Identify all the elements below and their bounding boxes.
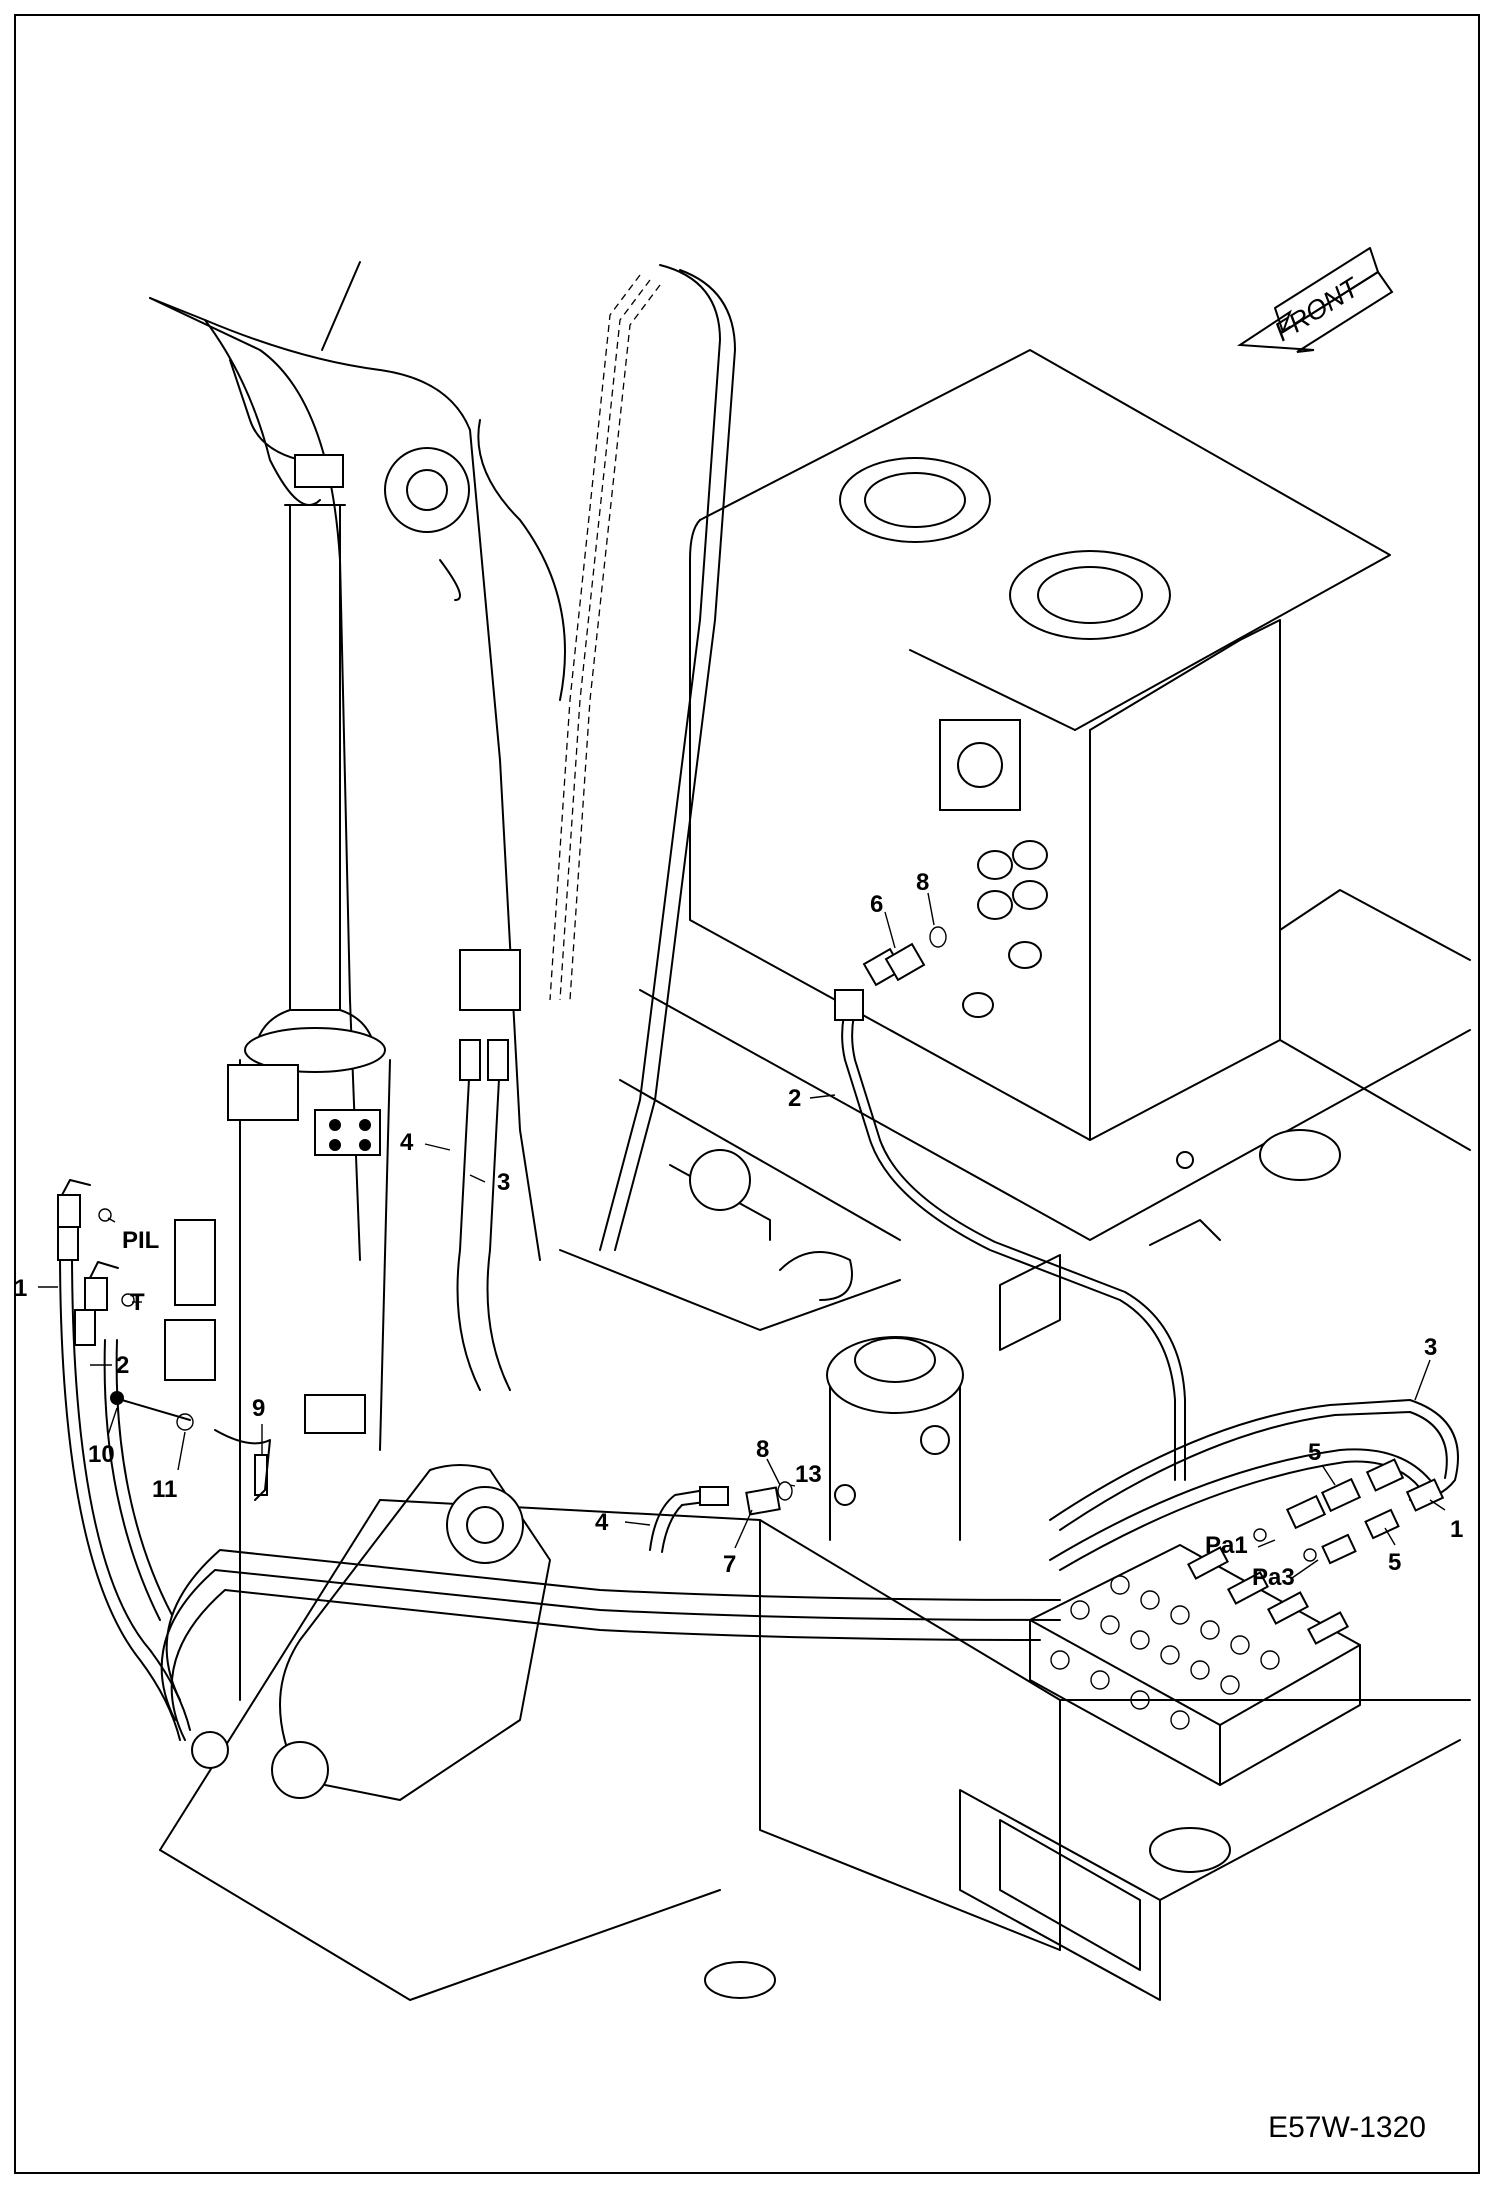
callout-4-upper: 4 (400, 1129, 414, 1156)
lower-harness-hoses (57, 1219, 1061, 1741)
callout-8-lower: 8 (756, 1436, 769, 1463)
callout-10: 10 (88, 1441, 115, 1468)
drawing-code: E57W-1320 (1268, 2111, 1426, 2144)
callout-8-upper: 8 (916, 869, 929, 896)
callout-5-upper: 5 (1308, 1439, 1321, 1466)
callout-1-left: 1 (14, 1275, 27, 1302)
hose-4-lower (649, 1481, 793, 1553)
front-arrow: FRONT (1236, 247, 1394, 353)
swivel-joint (826, 1336, 964, 1541)
callout-1-right: 1 (1450, 1516, 1463, 1543)
callout-7: 7 (723, 1551, 736, 1578)
callout-2-center: 2 (788, 1085, 801, 1112)
callout-2-left: 2 (116, 1352, 129, 1379)
drawing-frame (14, 14, 1480, 2174)
callout-11: 11 (152, 1476, 177, 1503)
leader-lines (38, 892, 1446, 1579)
port-label-t: T (130, 1289, 145, 1316)
hose-2-center (834, 947, 1186, 1481)
tank-fitting-6 (884, 926, 947, 982)
callouts: 1 2 10 11 9 4 3 2 6 8 8 13 4 7 3 5 1 5 (14, 869, 1463, 1578)
right-pilot-hoses (1049, 1399, 1459, 1571)
callout-4-lower: 4 (595, 1509, 609, 1536)
port-label-pa3: Pa3 (1252, 1564, 1295, 1591)
swing-bracket (191, 1464, 551, 1801)
left-fittings (57, 1179, 271, 1501)
callout-3-upper: 3 (497, 1169, 510, 1196)
callout-5-lower: 5 (1388, 1549, 1401, 1576)
hydraulic-tank (689, 349, 1391, 1141)
callout-6: 6 (870, 891, 883, 918)
upper-frame (159, 889, 1471, 2001)
port-label-pil: PIL (122, 1227, 159, 1254)
boom-cylinder (227, 504, 391, 1701)
port-label-pa1: Pa1 (1205, 1532, 1248, 1559)
callout-3-right: 3 (1424, 1334, 1437, 1361)
port-labels: PIL T Pa1 Pa3 (122, 1227, 1295, 1591)
callout-13: 13 (795, 1461, 822, 1488)
callout-9: 9 (252, 1395, 265, 1422)
boom-hoses (456, 264, 736, 1391)
control-valve (1029, 1544, 1361, 1786)
